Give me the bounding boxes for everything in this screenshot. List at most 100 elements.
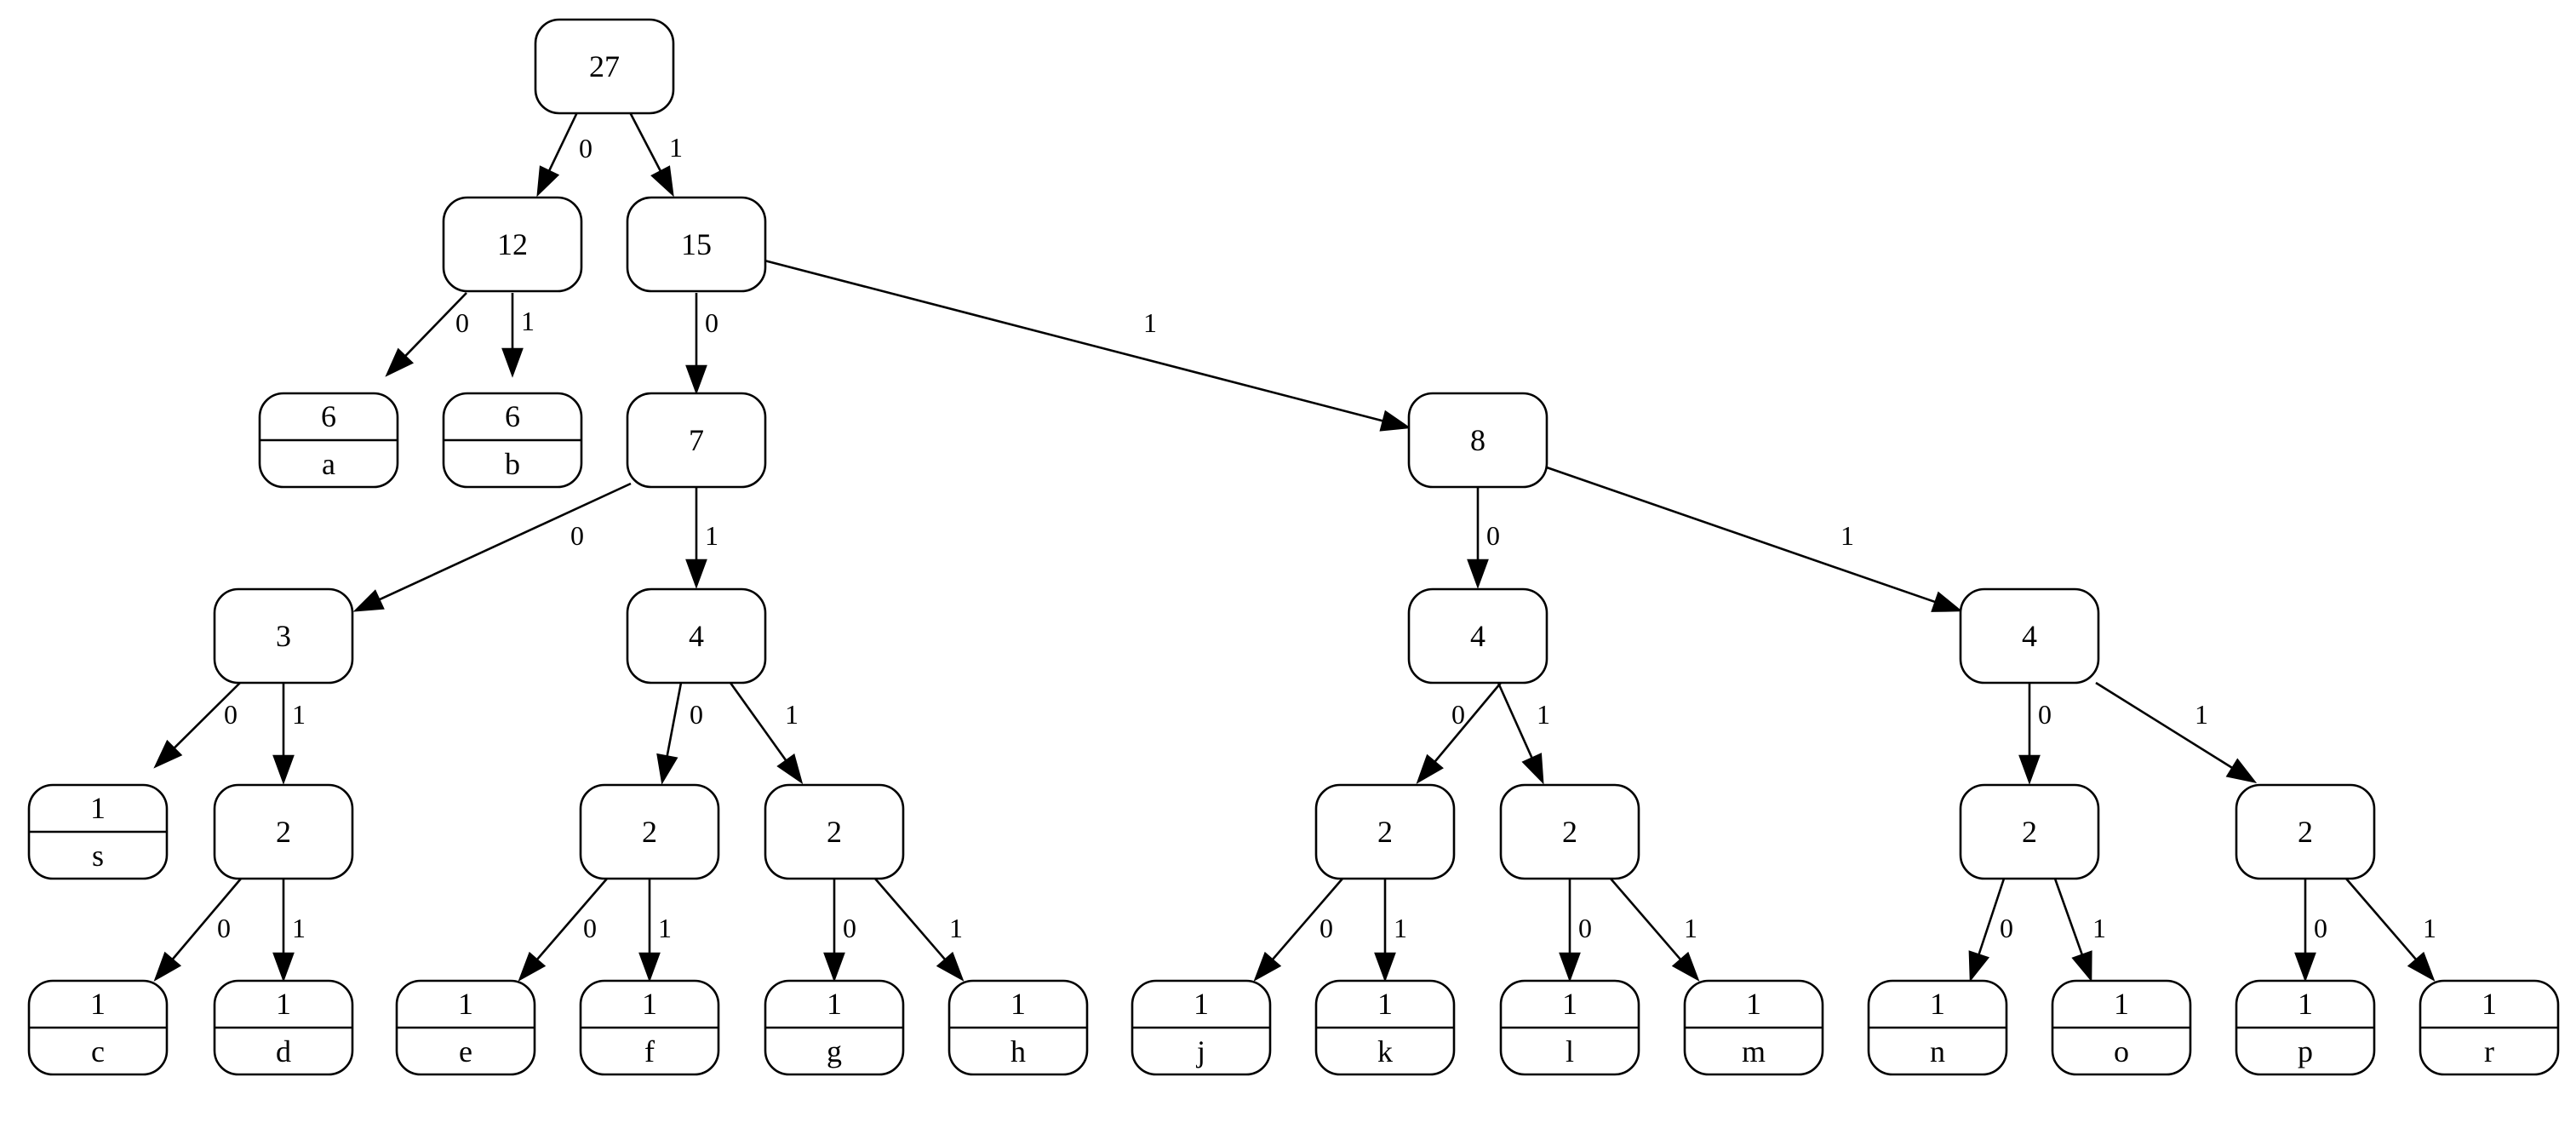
node-weight: 12 xyxy=(497,227,528,261)
arrowhead-icon xyxy=(385,347,415,377)
node-weight: 1 xyxy=(276,987,291,1021)
tree-edge-n2f-o: 1 xyxy=(2053,878,2106,982)
edge-bit-label: 1 xyxy=(2195,699,2208,730)
node-weight: 1 xyxy=(90,791,106,825)
edge-line xyxy=(628,112,662,172)
edge-bit-label: 0 xyxy=(705,307,718,338)
arrowhead-icon xyxy=(1931,591,1963,612)
node-symbol: n xyxy=(1930,1034,1945,1068)
node-symbol: f xyxy=(644,1034,655,1068)
node-weight: 27 xyxy=(589,49,620,83)
arrowhead-icon xyxy=(1467,559,1489,589)
node-weight: 1 xyxy=(2114,987,2129,1021)
node-weight: 1 xyxy=(1930,987,1945,1021)
node-weight: 6 xyxy=(321,399,336,433)
edge-line xyxy=(1610,878,1682,961)
edge-bit-label: 0 xyxy=(1319,913,1333,943)
node-symbol: a xyxy=(322,447,335,481)
node-weight: 1 xyxy=(1010,987,1026,1021)
edge-bit-label: 0 xyxy=(570,520,584,551)
node-weight: 7 xyxy=(689,423,704,457)
edge-bit-label: 1 xyxy=(669,132,683,163)
tree-edge-n12-a: 0 xyxy=(385,292,469,377)
internal-node-n2b: 2 xyxy=(579,783,720,880)
edge-bit-label: 0 xyxy=(217,913,231,943)
node-weight: 1 xyxy=(642,987,657,1021)
tree-edge-n27-n15: 1 xyxy=(628,112,683,198)
tree-edge-n3-s: 0 xyxy=(153,682,241,769)
node-symbol: o xyxy=(2114,1034,2129,1068)
edge-bit-label: 1 xyxy=(949,913,963,943)
tree-edge-n2a-d: 1 xyxy=(272,879,306,982)
arrowhead-icon xyxy=(656,753,678,785)
node-weight: 15 xyxy=(681,227,712,261)
tree-edge-n7-n4a: 1 xyxy=(685,487,718,589)
node-weight: 2 xyxy=(276,815,291,849)
tree-edge-n4c-n2g: 1 xyxy=(2095,681,2258,783)
node-box xyxy=(2235,783,2376,880)
node-box xyxy=(442,196,583,293)
arrowhead-icon xyxy=(153,739,183,769)
node-symbol: k xyxy=(1377,1034,1393,1068)
internal-node-n27: 27 xyxy=(534,18,675,115)
node-symbol: h xyxy=(1010,1034,1026,1068)
edge-line xyxy=(729,682,787,762)
edge-line xyxy=(378,482,632,601)
arrowhead-icon xyxy=(1253,951,1282,982)
node-box xyxy=(1407,587,1548,685)
edge-bit-label: 1 xyxy=(1143,307,1157,338)
node-weight: 4 xyxy=(2022,619,2037,653)
edge-bit-label: 1 xyxy=(1394,913,1407,943)
arrowhead-icon xyxy=(1968,950,1990,982)
node-weight: 1 xyxy=(2482,987,2497,1021)
tree-edge-n8-n4c: 1 xyxy=(1543,465,1963,612)
internal-node-n4b: 4 xyxy=(1407,587,1548,685)
arrowhead-icon xyxy=(272,754,295,785)
edge-bit-label: 0 xyxy=(1486,520,1500,551)
leaf-node-b: 6b xyxy=(442,392,583,489)
tree-edge-n15-n7: 0 xyxy=(685,293,718,395)
arrowhead-icon xyxy=(536,165,560,198)
arrowhead-icon xyxy=(352,589,385,612)
internal-node-n2a: 2 xyxy=(213,783,354,880)
node-box xyxy=(579,783,720,880)
leaf-node-d: 1d xyxy=(213,979,354,1076)
node-weight: 1 xyxy=(827,987,842,1021)
node-weight: 2 xyxy=(2022,815,2037,849)
leaf-node-c: 1c xyxy=(27,979,169,1076)
node-symbol: e xyxy=(459,1034,472,1068)
edge-line xyxy=(1978,878,2006,955)
tree-edge-n2c-g: 0 xyxy=(823,879,856,982)
edge-bit-label: 1 xyxy=(292,699,306,730)
node-weight: 1 xyxy=(1562,987,1577,1021)
node-weight: 6 xyxy=(505,399,520,433)
arrowhead-icon xyxy=(638,952,661,982)
arrowhead-icon xyxy=(685,559,707,589)
arrowhead-icon xyxy=(685,364,707,395)
tree-edge-n2c-h: 1 xyxy=(874,878,965,982)
internal-node-n2f: 2 xyxy=(1959,783,2100,880)
edge-bit-label: 0 xyxy=(1578,913,1592,943)
arrowhead-icon xyxy=(1374,952,1396,982)
arrowhead-icon xyxy=(2294,952,2316,982)
arrowhead-icon xyxy=(1671,951,1700,982)
leaf-node-j: 1j xyxy=(1131,979,1272,1076)
edge-bit-label: 1 xyxy=(658,913,672,943)
node-box xyxy=(626,392,767,489)
tree-edge-n4b-n2e: 1 xyxy=(1497,682,1550,785)
node-weight: 4 xyxy=(1470,619,1485,653)
tree-edge-n27-n12: 0 xyxy=(536,112,592,198)
edge-bit-label: 0 xyxy=(2038,699,2052,730)
tree-edge-n4a-n2b: 0 xyxy=(656,682,703,785)
edge-line xyxy=(171,878,242,960)
leaf-node-g: 1g xyxy=(764,979,905,1076)
node-weight: 1 xyxy=(1746,987,1761,1021)
leaf-node-e: 1e xyxy=(395,979,536,1076)
leaf-node-r: 1r xyxy=(2419,979,2560,1076)
node-symbol: r xyxy=(2484,1034,2494,1068)
edge-bit-label: 0 xyxy=(690,699,703,730)
arrowhead-icon xyxy=(823,952,845,982)
arrowhead-icon xyxy=(1379,410,1411,432)
arrowhead-icon xyxy=(776,753,804,785)
